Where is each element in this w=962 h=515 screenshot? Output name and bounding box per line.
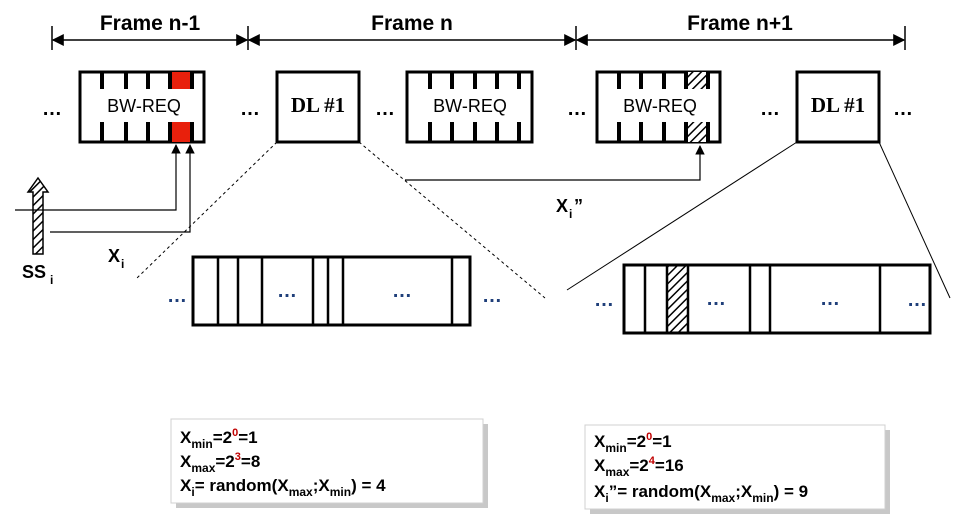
highlight-slot-bottom <box>170 122 192 142</box>
highlight-slot-top <box>170 72 192 89</box>
ellipsis-right-inner-2: … <box>820 288 840 310</box>
dl-expanded-right: … … <box>622 263 932 335</box>
ellipsis-right-outer-2: … <box>907 289 927 311</box>
formula-box-left: Xmin=20=1 Xmax=23=8 Xi= random(Xmax;Xmin… <box>170 418 488 508</box>
ellipsis-top-1: … <box>42 98 62 120</box>
frame-next-label: Frame n+1 <box>687 12 793 35</box>
bwreq-label-curr: BW-REQ <box>433 96 507 116</box>
zoom-lines-right <box>566 141 951 299</box>
formula-left-line3: Xi= random(Xmax;Xmin) = 4 <box>180 476 386 499</box>
frame-curr-label: Frame n <box>371 12 453 35</box>
ellipsis-left-inner-2: … <box>392 280 412 302</box>
ellipsis-top-3: … <box>375 98 395 120</box>
hatched-slot-top <box>686 72 708 89</box>
dl-box-next: DL #1 <box>795 70 881 144</box>
formula-right-line3: Xi”= random(Xmax;Xmin) = 9 <box>594 482 808 505</box>
bwreq-box-curr: BW-REQ <box>405 70 534 144</box>
xi2-mark: ” <box>574 196 583 216</box>
ellipsis-right-outer-1: … <box>594 289 614 311</box>
hatched-slot-bottom <box>686 122 708 142</box>
ellipsis-top-4: … <box>567 98 587 120</box>
bwreq-label-prev: BW-REQ <box>107 96 181 116</box>
dl-label-curr: DL #1 <box>291 93 345 117</box>
ellipsis-top-6: … <box>893 98 913 120</box>
ellipsis-right-inner-1: … <box>706 288 726 310</box>
dl-box-curr: DL #1 <box>275 70 361 144</box>
ellipsis-top-2: … <box>240 98 260 120</box>
ellipsis-left-outer-1: … <box>167 285 187 307</box>
ellipsis-left-inner-1: … <box>277 280 297 302</box>
xi-subscript: i <box>121 257 124 271</box>
xi-label: X <box>108 246 120 266</box>
ss-label: SS <box>22 262 46 282</box>
formula-left-line1: Xmin=20=1 <box>180 427 258 451</box>
frame-prev-label: Frame n-1 <box>100 12 201 35</box>
frame-dimension-lines <box>51 26 906 50</box>
backoff-arrows-prev <box>15 144 195 233</box>
ss-upload-arrow <box>26 176 50 255</box>
ellipsis-top-5: … <box>760 98 780 120</box>
xi2-label: X <box>556 196 568 216</box>
ss-subscript: i <box>50 273 53 287</box>
hatched-subslot <box>667 265 688 333</box>
backoff-arrow-next <box>405 145 705 181</box>
dl-expanded-left: … … <box>191 255 472 327</box>
zoom-lines-left <box>136 141 546 299</box>
bwreq-box-prev: BW-REQ <box>78 70 206 144</box>
ellipsis-left-outer-2: … <box>482 285 502 307</box>
formula-box-right: Xmin=20=1 Xmax=24=16 Xi”= random(Xmax;Xm… <box>584 424 890 514</box>
dl-label-next: DL #1 <box>811 93 865 117</box>
formula-right-line2: Xmax=24=16 <box>594 455 684 479</box>
xi2-subscript: i <box>569 207 572 221</box>
bwreq-box-next: BW-REQ <box>595 70 722 144</box>
formula-left-line2: Xmax=23=8 <box>180 451 260 475</box>
bwreq-label-next: BW-REQ <box>623 96 697 116</box>
formula-right-line1: Xmin=20=1 <box>594 431 672 455</box>
